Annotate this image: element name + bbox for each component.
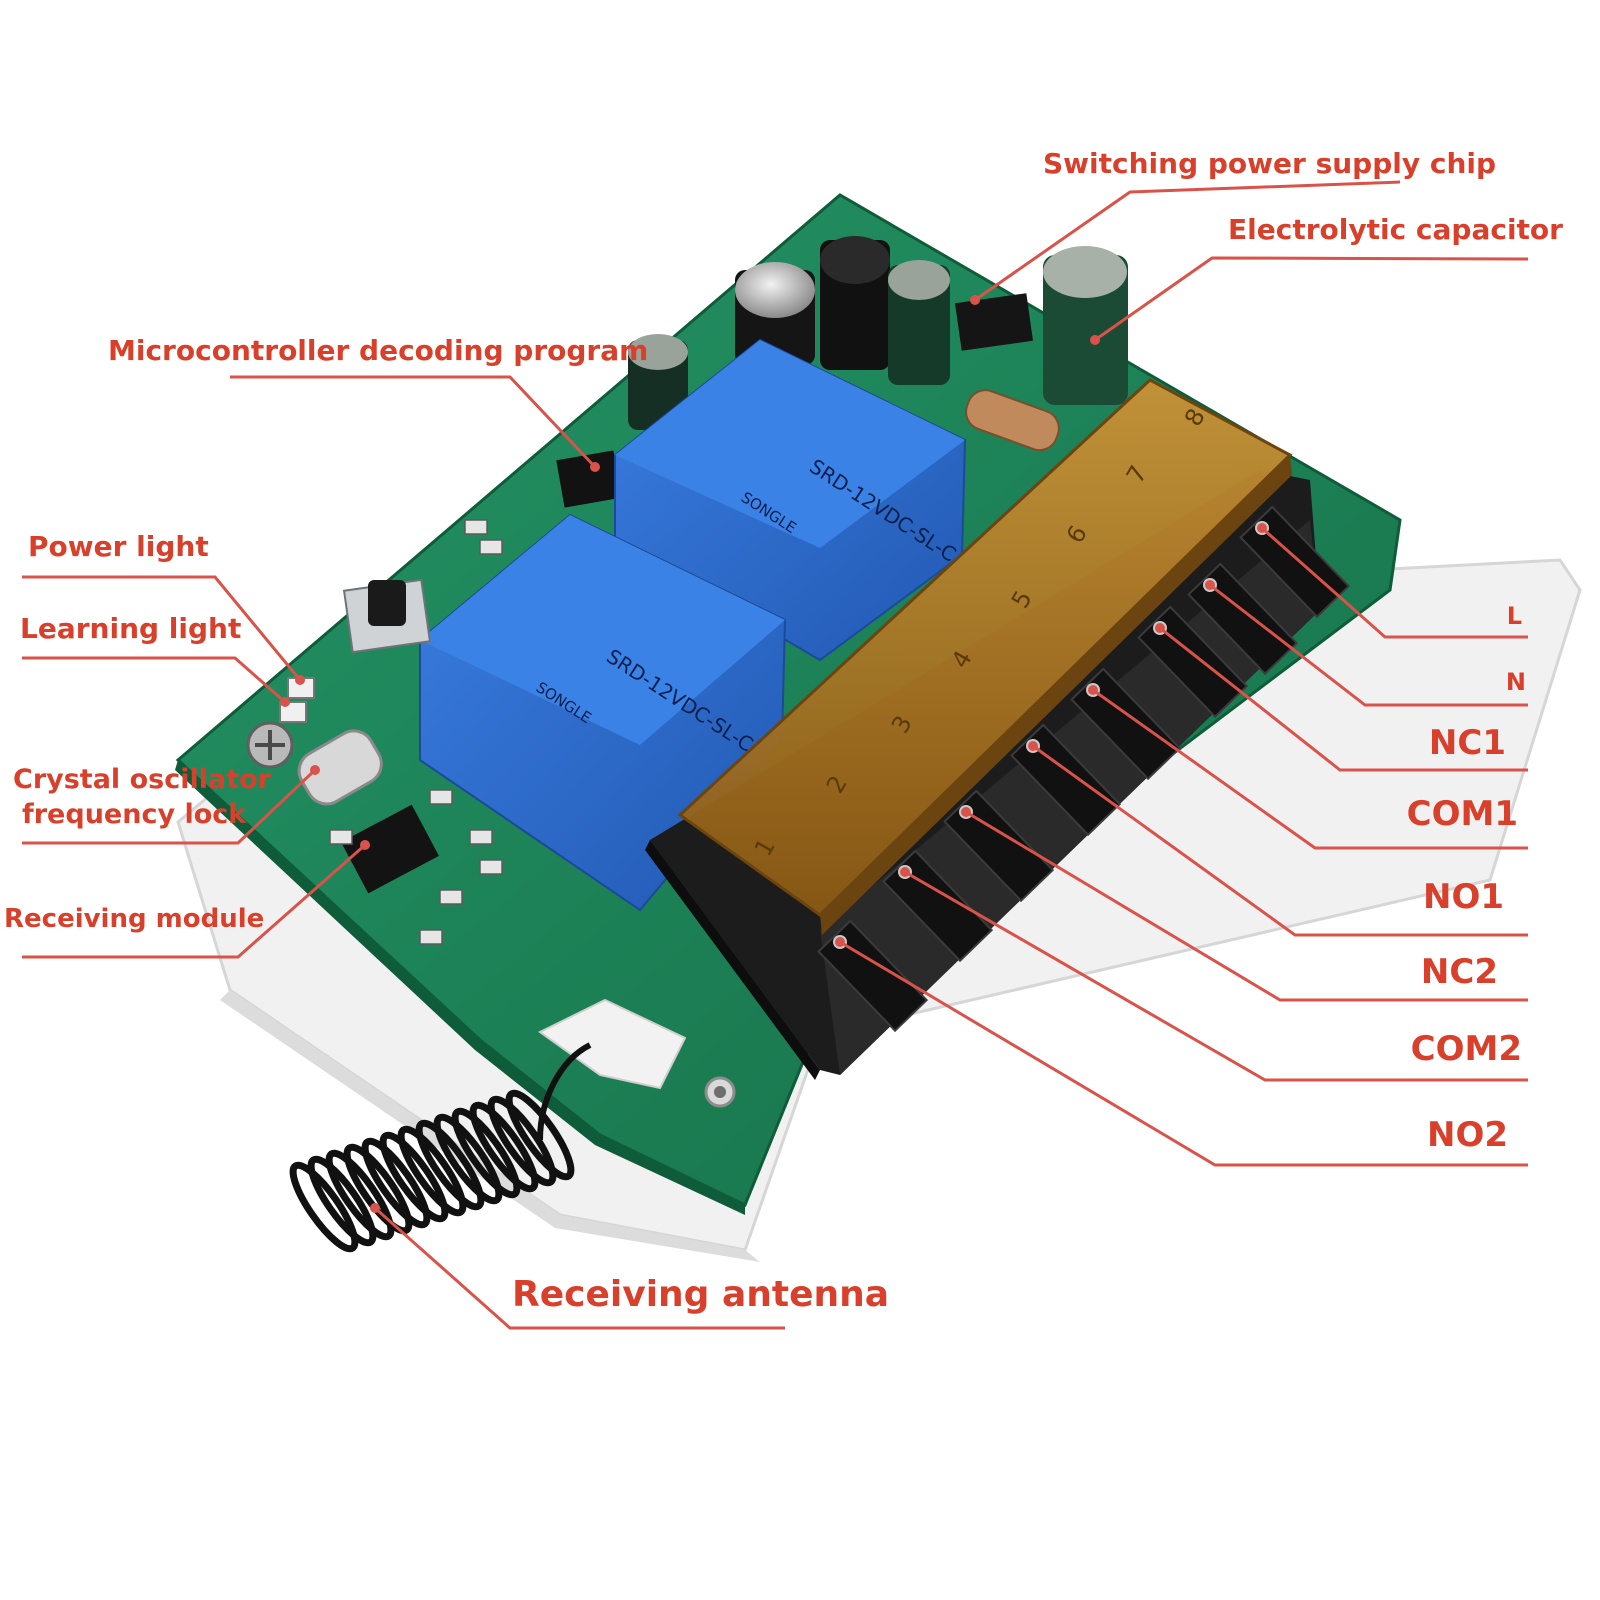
antenna-coil-turn <box>433 1113 503 1205</box>
terminal-slot <box>943 789 1055 903</box>
leader-dot <box>280 697 290 707</box>
leader-dot <box>1028 741 1038 751</box>
leader-dot <box>900 867 910 877</box>
leader-dot <box>370 1203 380 1213</box>
terminal-slot <box>1187 562 1299 676</box>
leader-dot <box>970 295 980 305</box>
leader-dot <box>835 937 845 947</box>
antenna-coil-turn <box>343 1143 413 1235</box>
leader-dot <box>360 840 370 850</box>
leader-terminal-l <box>1261 526 1528 639</box>
label-receiving-antenna: Receiving antenna <box>512 1274 890 1315</box>
leader-microcontroller <box>230 375 597 469</box>
terminal-label-nc1: NC1 <box>1428 723 1506 763</box>
antenna-coil-turn <box>379 1131 449 1223</box>
label-power-light: Power light <box>28 530 209 563</box>
leader-dot <box>1257 523 1267 533</box>
learn-button <box>342 578 432 654</box>
label-microcontroller-decoding-program: Microcontroller decoding program <box>108 334 649 367</box>
terminal-label-com1: COM1 <box>1406 794 1518 834</box>
antenna-coil-turn <box>451 1107 521 1199</box>
terminal-label-l: L <box>1506 602 1522 630</box>
terminal-label-no2: NO2 <box>1426 1115 1508 1155</box>
leader-switching-power-supply-chip <box>974 180 1401 302</box>
inductor <box>965 389 1060 452</box>
leader-terminal-n <box>1209 583 1528 707</box>
leader-dot <box>961 807 971 817</box>
label-crystal-oscillator-line1: Crystal oscillator <box>13 764 271 795</box>
crystal-oscillator <box>297 729 383 806</box>
terminal-slot <box>1137 605 1249 719</box>
label-receiving-module: Receiving module <box>4 904 265 934</box>
electrolytic-capacitors <box>628 236 1128 430</box>
terminal-slot <box>1070 667 1182 781</box>
antenna-coil-turn <box>307 1155 377 1247</box>
label-switching-power-supply-chip: Switching power supply chip <box>1043 147 1497 180</box>
leader-terminal-no2 <box>839 940 1528 1167</box>
leader-power-light <box>22 575 302 681</box>
learning-led <box>279 701 307 723</box>
label-learning-light: Learning light <box>20 612 242 645</box>
antenna-coil-turn <box>361 1137 431 1229</box>
smd-components <box>329 519 503 945</box>
terminal-label-nc2: NC2 <box>1420 952 1498 992</box>
receiving-module-chip <box>341 804 439 894</box>
label-electrolytic-capacitor: Electrolytic capacitor <box>1228 213 1563 246</box>
leader-electrolytic-capacitor <box>1094 256 1529 342</box>
terminal-slot <box>817 919 929 1033</box>
pcb-silk-patch <box>538 998 687 1090</box>
leader-dot <box>1088 685 1098 695</box>
terminal-slot <box>1010 723 1122 837</box>
antenna-coil-turn <box>325 1149 395 1241</box>
terminal-label-no1: NO1 <box>1422 877 1504 917</box>
leader-dot <box>295 675 305 685</box>
label-crystal-oscillator-line2: frequency lock <box>22 799 247 830</box>
switching-power-chip <box>955 293 1033 351</box>
leader-dot <box>590 462 600 472</box>
leader-terminal-nc1 <box>1159 626 1528 772</box>
terminal-label-com2: COM2 <box>1410 1029 1522 1069</box>
antenna-coil-turn <box>415 1119 485 1211</box>
leader-dots <box>280 295 1267 1213</box>
microcontroller-chip <box>556 450 622 508</box>
leader-crystal-oscillator <box>22 768 317 845</box>
antenna-coil-turn <box>487 1095 557 1187</box>
leader-lines <box>22 180 1529 1330</box>
leader-terminal-com2 <box>904 870 1528 1082</box>
terminal-label-n: N <box>1505 668 1526 696</box>
leader-receiving-antenna <box>374 1206 785 1330</box>
antenna-coil-turn <box>397 1125 467 1217</box>
terminal-slot <box>882 849 994 963</box>
leader-learning-light <box>22 656 286 704</box>
leader-terminal-com1 <box>1092 688 1528 850</box>
leader-dot <box>1205 580 1215 590</box>
antenna-coil-turn <box>289 1161 359 1253</box>
leader-dot <box>1090 335 1100 345</box>
leader-dot <box>1155 623 1165 633</box>
antenna-coil-turn <box>469 1101 539 1193</box>
leader-receiving-module <box>22 843 366 959</box>
leader-terminal-nc2 <box>965 810 1528 1002</box>
antenna <box>289 1042 592 1253</box>
antenna-coil-turn <box>505 1089 575 1181</box>
leader-dot <box>310 765 320 775</box>
leader-terminal-no1 <box>1032 744 1528 937</box>
